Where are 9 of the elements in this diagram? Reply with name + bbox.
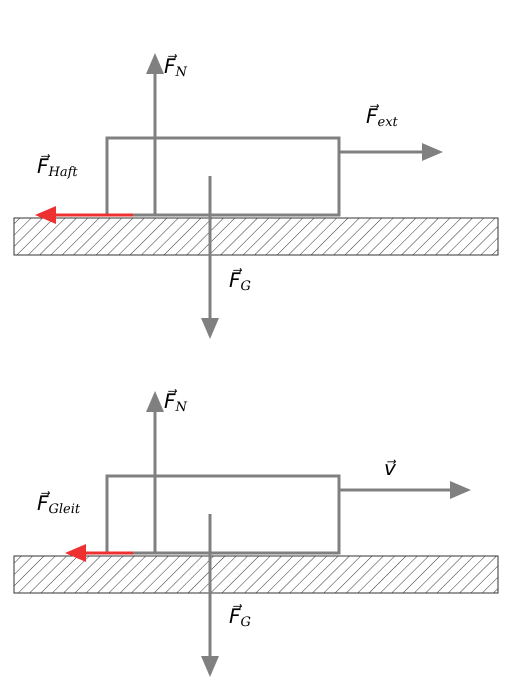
force-label: F⃗$_{ext}$ [366, 106, 398, 126]
force-label: F⃗$_{Gleit}$ [37, 493, 80, 513]
force-label: F⃗$_{N}$ [164, 391, 187, 411]
force-label: F⃗$_{G}$ [229, 606, 251, 626]
force-label: v⃗ [384, 458, 396, 478]
block [106, 136, 340, 216]
force-label: F⃗$_{N}$ [164, 56, 187, 76]
force-label: F⃗$_{G}$ [229, 270, 251, 290]
block [106, 474, 340, 554]
